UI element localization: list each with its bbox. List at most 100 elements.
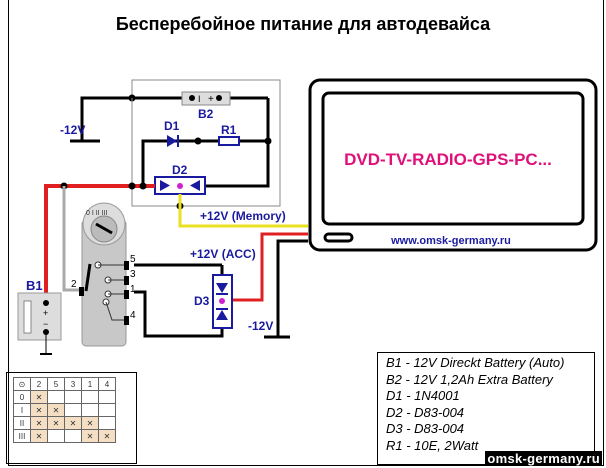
page-title: Бесперебойное питание для автодевайса xyxy=(115,14,491,34)
device-screen-text: DVD-TV-RADIO-GPS-PC... xyxy=(344,150,552,169)
wire-right-bus xyxy=(206,98,270,188)
contact-cell xyxy=(47,429,65,443)
watermark: omsk-germany.ru xyxy=(485,451,602,466)
junction xyxy=(128,182,136,190)
label-acc: +12V (ACC) xyxy=(190,247,256,261)
contact-cell xyxy=(47,390,65,404)
contact-cell: ✕ xyxy=(30,403,48,417)
table-header-cell: 5 xyxy=(47,377,65,391)
position-cell: 0 xyxy=(13,390,31,404)
table-header-cell: 4 xyxy=(98,377,116,391)
table-header-cell: 3 xyxy=(64,377,82,391)
diode-d3-top xyxy=(216,283,228,293)
b1-minus-mark: − xyxy=(43,319,48,329)
label-r1: R1 xyxy=(221,123,237,137)
pin-label-4: 4 xyxy=(130,310,136,321)
pin-5 xyxy=(124,261,129,270)
pin-3 xyxy=(124,276,129,285)
label-b2: B2 xyxy=(198,107,214,121)
label-d2: D2 xyxy=(172,163,188,177)
contact-cell xyxy=(81,390,99,404)
pin-label-3: 3 xyxy=(130,269,136,280)
d2-center-junction xyxy=(177,183,183,189)
contact-cell: ✕ xyxy=(30,429,48,443)
legend-item: D3 - D83-004 xyxy=(386,421,465,436)
label-b1: B1 xyxy=(26,278,43,293)
battery-b1-window xyxy=(23,300,32,334)
legend-item: D2 - D83-004 xyxy=(386,404,465,420)
key-icon xyxy=(95,222,113,235)
contact-cell: ✕ xyxy=(98,429,116,443)
label-d3: D3 xyxy=(194,294,210,308)
b1-plus-mark: + xyxy=(43,308,48,318)
diode-d1 xyxy=(167,135,177,147)
diode-d2-right xyxy=(190,180,200,191)
contact-cell xyxy=(98,390,116,404)
b2-minus-mark: I xyxy=(198,94,201,104)
b2-terminal-neg xyxy=(189,95,195,101)
contact-cell xyxy=(81,403,99,417)
table-row: II ✕ ✕ ✕ ✕ xyxy=(13,416,116,430)
switch-position-table: ⊙ 2 5 3 1 4 0 ✕ I ✕ ✕ II ✕ ✕ ✕ ✕ III ✕ ✕… xyxy=(13,377,116,443)
switch-positions-marks: 0 I II III xyxy=(86,210,107,217)
contact-cell: ✕ xyxy=(47,416,65,430)
pin-label-5: 5 xyxy=(130,254,136,265)
pin-label-1: 1 xyxy=(130,284,136,295)
junction xyxy=(194,137,202,145)
table-header-cell: ⊙ xyxy=(13,377,31,391)
pin-label-2: 2 xyxy=(71,279,77,290)
pin-1 xyxy=(124,290,129,299)
legend-item: D1 - 1N4001 xyxy=(386,388,460,403)
pin-2 xyxy=(79,287,84,296)
contact-cell xyxy=(64,429,82,443)
diode-d3-bottom xyxy=(216,310,228,320)
d3-center-junction xyxy=(219,298,225,304)
b2-terminal-pos xyxy=(216,95,222,101)
device-url: www.omsk-germany.ru xyxy=(390,235,511,247)
switch-contact-lever xyxy=(84,263,92,292)
label-minus12v-top: -12V xyxy=(60,123,85,137)
table-row: I ✕ ✕ xyxy=(13,403,116,417)
b1-terminal-pos xyxy=(43,300,49,306)
position-cell: III xyxy=(13,429,31,443)
device-screen xyxy=(321,91,585,226)
contact-cell: ✕ xyxy=(30,416,48,430)
diode-d2-left xyxy=(160,180,170,191)
contact-cell: ✕ xyxy=(81,416,99,430)
switch-table-box xyxy=(6,372,137,464)
table-header-cell: 2 xyxy=(30,377,48,391)
diagram-frame xyxy=(8,0,604,466)
contact-cell xyxy=(98,416,116,430)
legend-item: B1 - 12V Direckt Battery (Auto) xyxy=(386,355,565,370)
legend-item: B2 - 12V 1,2Ah Extra Battery xyxy=(386,371,553,387)
table-row: III ✕ ✕ ✕ xyxy=(13,429,116,443)
contact-cell xyxy=(64,403,82,417)
wire-acc xyxy=(232,232,308,302)
position-cell: I xyxy=(13,403,31,417)
label-d1: D1 xyxy=(164,119,180,133)
contact-cell: ✕ xyxy=(81,429,99,443)
wire-to-switch-pin2 xyxy=(62,186,80,292)
contact-cell: ✕ xyxy=(64,416,82,430)
position-cell: II xyxy=(13,416,31,430)
wire-b2-neg xyxy=(80,96,182,140)
wire-memory xyxy=(178,194,308,228)
table-row: 0 ✕ xyxy=(13,390,116,404)
label-minus12v-bottom: -12V xyxy=(248,319,273,333)
junction xyxy=(264,137,272,145)
table-header-row: ⊙ 2 5 3 1 4 xyxy=(13,377,116,391)
junction xyxy=(139,182,147,190)
component-legend: B1 - 12V Direckt Battery (Auto) B2 - 12V… xyxy=(377,352,595,465)
contact-4-link xyxy=(105,301,126,321)
wire-device-ground xyxy=(276,239,308,337)
pin-4 xyxy=(124,316,129,325)
label-memory: +12V (Memory) xyxy=(200,209,286,223)
resistor-r1 xyxy=(218,136,240,146)
wire-pin1 xyxy=(134,290,224,338)
contact-cell xyxy=(98,403,116,417)
b2-plus-mark: + xyxy=(208,94,214,105)
table-header-cell: 1 xyxy=(81,377,99,391)
contact-cell xyxy=(64,390,82,404)
contact-cell: ✕ xyxy=(30,390,48,404)
